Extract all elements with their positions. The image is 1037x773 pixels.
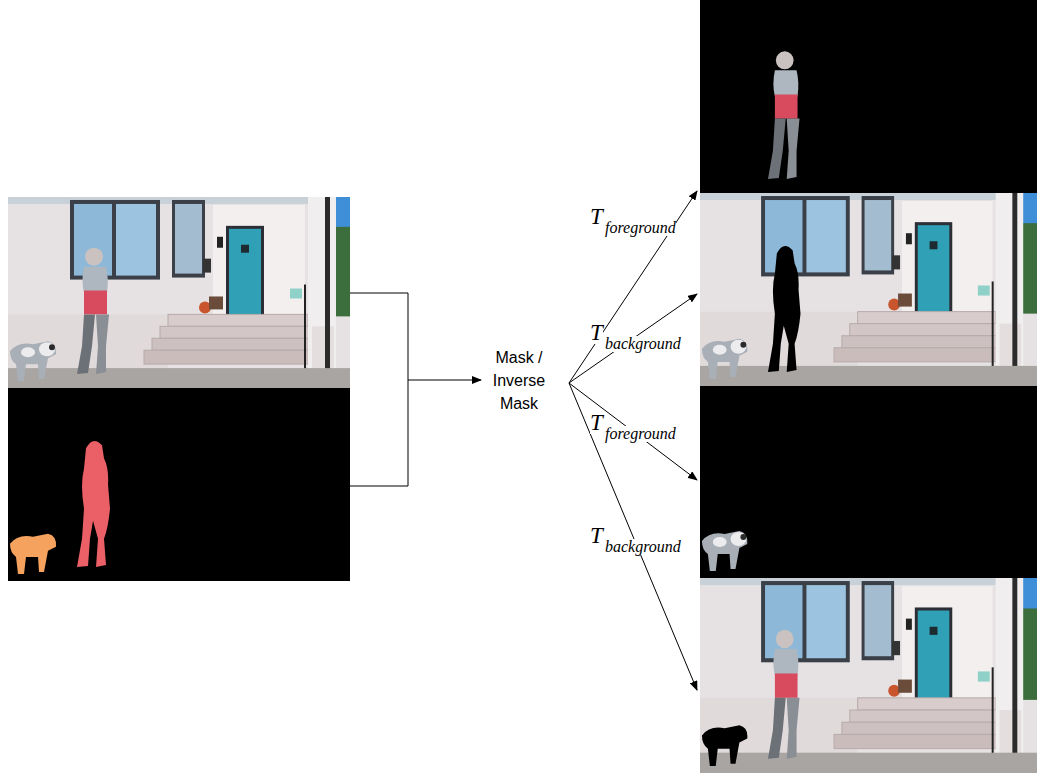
masked-out — [700, 386, 1037, 578]
transform-symbol: T — [590, 205, 603, 228]
operation-label: Mask / Inverse Mask — [481, 346, 557, 415]
transform-symbol: T — [590, 411, 603, 434]
transform-subscript: foreground — [605, 220, 676, 236]
person — [768, 630, 800, 759]
arrow — [569, 191, 697, 383]
transform-symbol: T — [590, 321, 603, 344]
transform-subscript: foreground — [605, 426, 676, 442]
output-frame — [700, 193, 1037, 386]
arrow — [569, 294, 697, 383]
input-frame — [8, 197, 350, 388]
person-mask — [77, 441, 110, 567]
masked-out — [700, 0, 1037, 193]
segmentation-mask — [8, 388, 350, 581]
output-frame — [700, 578, 1037, 773]
dog — [702, 339, 747, 379]
bracket — [350, 293, 408, 486]
person — [77, 248, 109, 374]
output-frame — [700, 0, 1037, 193]
transform-subscript: background — [605, 539, 681, 555]
person-masked — [768, 246, 801, 372]
house-scene — [700, 193, 1037, 386]
dog-masked — [702, 725, 747, 766]
arrow — [569, 383, 697, 480]
person — [768, 51, 800, 179]
transform-subscript: background — [605, 336, 681, 352]
arrow — [408, 380, 481, 381]
house-scene — [8, 197, 350, 388]
mask-background — [8, 388, 350, 581]
transform-symbol: T — [590, 524, 603, 547]
dog — [702, 531, 747, 571]
output-frame — [700, 386, 1037, 578]
arrow — [569, 383, 697, 690]
dog-mask — [10, 534, 56, 574]
dog — [10, 341, 56, 381]
house-scene — [700, 578, 1037, 773]
